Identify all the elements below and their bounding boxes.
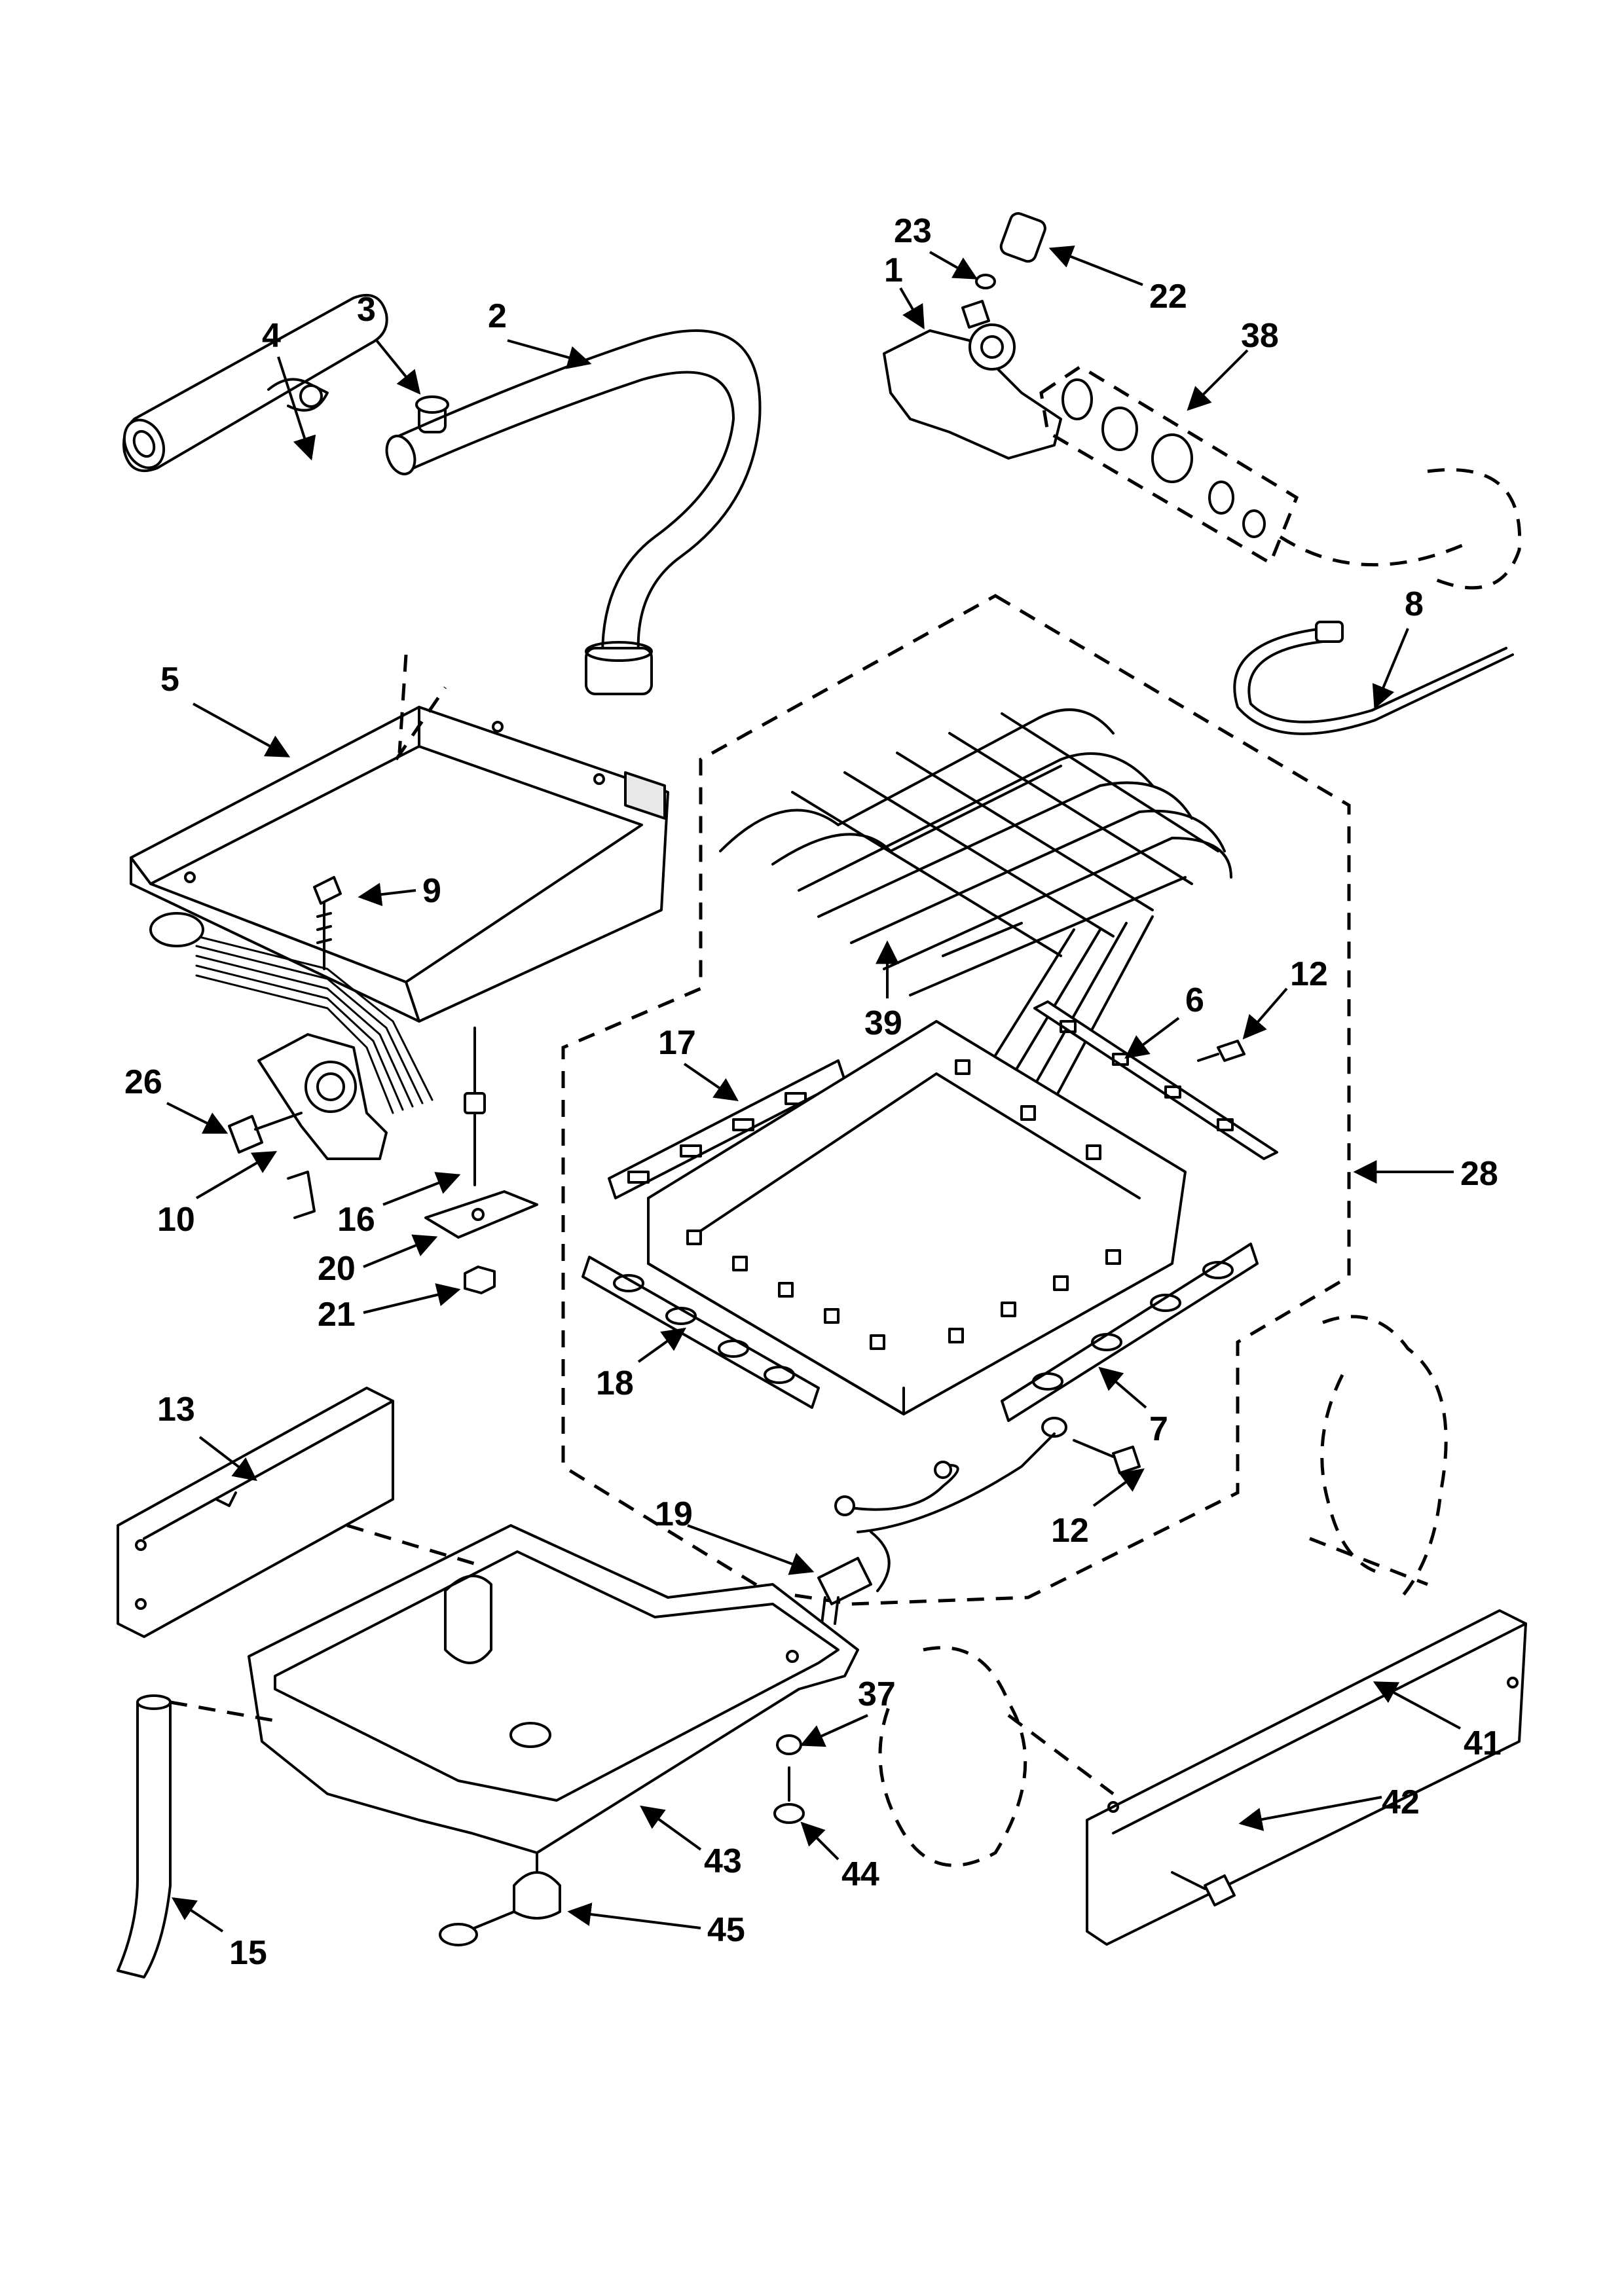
part-6-bracket xyxy=(1033,1000,1278,1160)
part-8-tube xyxy=(1233,621,1514,735)
callout-38: 38 xyxy=(1241,317,1279,355)
part-45-foot xyxy=(439,1871,561,1946)
callout-4: 4 xyxy=(262,317,281,355)
part-10-thermostat xyxy=(257,1033,388,1219)
callout-23: 23 xyxy=(894,212,932,250)
part-12-screw-a xyxy=(1197,1040,1246,1062)
part-43-pan xyxy=(248,1524,859,1880)
callout-18: 18 xyxy=(596,1364,634,1402)
callout-43: 43 xyxy=(704,1842,742,1880)
callout-7: 7 xyxy=(1149,1410,1168,1448)
callout-2: 2 xyxy=(488,297,507,335)
callout-1: 1 xyxy=(884,251,903,289)
part-22-cap xyxy=(999,212,1046,263)
part-41-kickplate xyxy=(1086,1609,1527,1946)
phantom-outlines xyxy=(170,654,1448,1867)
callout-20: 20 xyxy=(318,1250,356,1288)
callout-19: 19 xyxy=(655,1495,693,1533)
callout-44: 44 xyxy=(841,1855,879,1893)
callout-21: 21 xyxy=(318,1296,356,1334)
part-7-bracket xyxy=(1001,1243,1259,1422)
callout-9: 9 xyxy=(422,872,441,910)
callout-labels: 1 2 3 4 5 6 7 8 9 10 12 12 13 15 16 17 1… xyxy=(124,212,1502,1972)
callout-6: 6 xyxy=(1185,981,1204,1019)
callout-39: 39 xyxy=(864,1004,902,1042)
callout-5: 5 xyxy=(160,661,179,699)
part-26-screw xyxy=(228,1112,303,1154)
callout-leaders xyxy=(166,246,1461,1933)
callout-17: 17 xyxy=(658,1024,696,1062)
part-5-tray xyxy=(130,706,669,1114)
part-19-harness xyxy=(817,1432,1056,1625)
part-frame xyxy=(647,1020,1187,1415)
callout-10: 10 xyxy=(157,1201,195,1239)
callout-12a: 12 xyxy=(1290,955,1328,993)
callout-26: 26 xyxy=(124,1063,162,1101)
callout-22: 22 xyxy=(1149,278,1187,316)
callout-13: 13 xyxy=(157,1391,195,1429)
part-1-valve xyxy=(883,300,1062,460)
part-37-washer xyxy=(776,1734,802,1755)
callout-16: 16 xyxy=(337,1201,375,1239)
part-13-bracket xyxy=(117,1387,394,1638)
part-12-screw-b xyxy=(1041,1417,1141,1474)
part-38-fitting-kit xyxy=(1039,365,1522,590)
part-21-nut xyxy=(464,1266,496,1294)
part-16-screw xyxy=(464,1027,486,1186)
part-2-hose xyxy=(385,329,762,695)
callout-45: 45 xyxy=(707,1911,745,1949)
part-44-leveler xyxy=(773,1766,805,1824)
part-18-bracket xyxy=(581,1256,820,1409)
callout-8: 8 xyxy=(1405,585,1424,623)
part-42-screw xyxy=(1171,1871,1236,1906)
part-15-tube xyxy=(117,1694,172,1978)
callout-37: 37 xyxy=(858,1675,896,1713)
callout-15: 15 xyxy=(229,1934,267,1972)
part-4-tube xyxy=(122,294,388,472)
callout-3: 3 xyxy=(357,291,376,329)
part-20-bracket xyxy=(424,1190,538,1239)
callout-12b: 12 xyxy=(1051,1512,1089,1550)
callout-42: 42 xyxy=(1382,1783,1420,1821)
callout-28: 28 xyxy=(1460,1155,1498,1193)
callout-41: 41 xyxy=(1464,1724,1502,1762)
part-23-washer xyxy=(975,274,996,289)
part-9-screw xyxy=(313,876,342,970)
